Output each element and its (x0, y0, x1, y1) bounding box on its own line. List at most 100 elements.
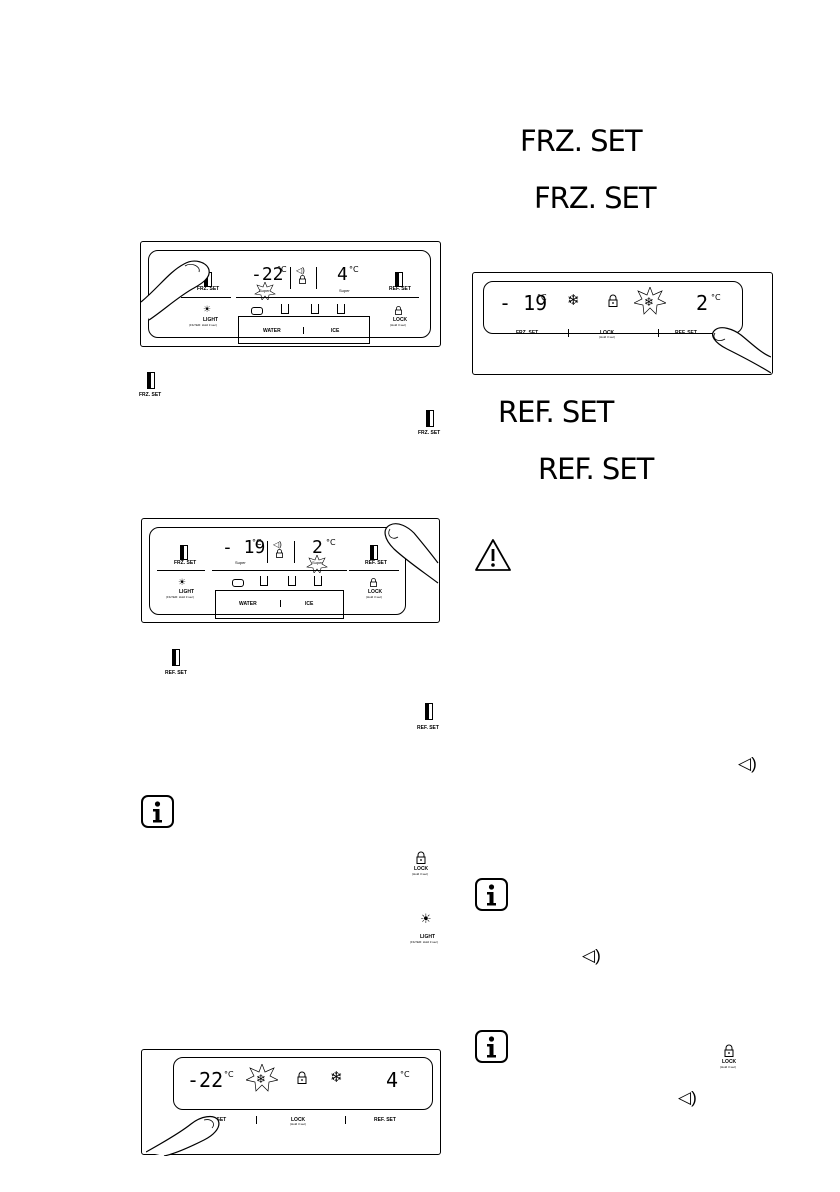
light-sub-label: (FILTER: Hold 3 sec) (166, 595, 194, 599)
svg-text:❄: ❄ (256, 1072, 266, 1086)
ref-set-key-label: REF. SET (417, 725, 439, 731)
lock-icon[interactable] (395, 306, 402, 315)
filter-icon (251, 307, 263, 315)
panel-inner-frame (173, 1057, 433, 1110)
door-button-icon[interactable] (395, 272, 403, 287)
panel-inner-frame (149, 527, 406, 615)
super-label: Super (312, 560, 323, 565)
light-icon[interactable]: ☀ (178, 577, 187, 587)
super-label: Super (259, 288, 270, 293)
sound-icon: ◁) (582, 946, 601, 965)
key-divider (568, 329, 569, 337)
fridge-temp-display: 2 (696, 291, 709, 315)
lock-icon (724, 1044, 734, 1057)
super-label: Super (339, 288, 350, 293)
heading-ref-set-2: REF. SET (538, 452, 654, 486)
frz-set-key-label: FRZ. SET (418, 430, 441, 436)
divider (349, 570, 399, 571)
filter-icon (232, 579, 244, 587)
snowflake-highlight-icon: ❄ (246, 1064, 278, 1092)
finger-icon (140, 260, 210, 321)
temp-unit: °C (349, 265, 359, 274)
ref-set-key-label: REF. SET (165, 670, 187, 676)
temp-unit: °C (224, 1070, 234, 1079)
snowflake-highlight-icon: ❄ (634, 287, 666, 315)
freezer-temp-display: - 19 (222, 537, 266, 558)
lock-icon (297, 1071, 307, 1084)
light-icon: ☀ (420, 911, 432, 926)
lock-sub-text: (Hold 3 sec) (290, 1122, 307, 1126)
divider (157, 570, 205, 571)
ref-set-label[interactable]: REF. SET (374, 1117, 396, 1123)
info-icon (475, 878, 508, 911)
fridge-temp-display: 4 (386, 1068, 399, 1092)
finger-icon (146, 1115, 220, 1156)
key-divider (658, 329, 659, 337)
cup-crushed-ice-icon (314, 576, 322, 586)
water-ice-divider (280, 600, 281, 607)
heading-frz-set-2: FRZ. SET (534, 181, 657, 215)
lock-sub-label: (Hold 3 sec) (366, 595, 383, 599)
freezer-temp-display: - 19 (499, 291, 548, 315)
freezer-temp-display: -22 (251, 264, 284, 285)
sound-icon: ◁) (738, 754, 757, 773)
control-panel-figure-4: - 19 °C ❄ ❄ 2 °C FRZ. SET LOCK(Hold 3 se… (472, 272, 773, 375)
dispenser-selector-box[interactable] (215, 590, 344, 619)
frz-set-label[interactable]: FRZ. SET (516, 330, 539, 336)
display-underline (212, 570, 347, 571)
lock-icon (276, 549, 283, 558)
cup-cubed-ice-icon (311, 304, 319, 314)
super-label: Super (235, 560, 246, 565)
temp-unit: °C (252, 538, 262, 547)
super-highlight-star-icon (254, 282, 276, 300)
water-label[interactable]: WATER (263, 328, 281, 334)
display-divider (294, 541, 295, 563)
water-ice-divider (303, 327, 304, 334)
frz-set-label: FRZ. SET (174, 560, 197, 566)
snowflake-icon: ❄ (330, 1069, 343, 1086)
door-button-icon (425, 703, 433, 720)
ice-label[interactable]: ICE (331, 328, 340, 334)
temp-unit: °C (537, 293, 547, 302)
temp-unit: °C (277, 265, 287, 274)
control-panel-figure-2: FRZ. SET - 19 °C Super ◁) 2 °C Super REF… (141, 518, 440, 623)
lock-label[interactable]: LOCK(Hold 3 sec) (599, 331, 615, 339)
door-button-icon[interactable] (180, 545, 188, 560)
temp-unit: °C (400, 1070, 410, 1079)
lock-label[interactable]: LOCK(Hold 3 sec) (290, 1118, 306, 1126)
frz-set-key-label: FRZ. SET (139, 392, 162, 398)
dispenser-selector-box[interactable] (238, 316, 370, 344)
sound-icon: ◁) (296, 266, 305, 275)
lock-key-sub-label: (Hold 3 sec) (412, 872, 429, 876)
lock-sub-text: (Hold 3 sec) (599, 335, 616, 339)
fridge-temp-display: 2 (312, 537, 323, 558)
ice-label[interactable]: ICE (305, 601, 314, 607)
lock-icon[interactable] (370, 578, 377, 587)
divider (181, 297, 231, 298)
light-icon[interactable]: ☀ (203, 304, 212, 314)
door-button-icon (147, 372, 155, 389)
frz-set-label: FRZ. SET (197, 286, 220, 292)
display-divider (290, 267, 291, 289)
lock-key-sub-label: (Hold 3 sec) (720, 1065, 737, 1069)
panel-inner-frame (483, 281, 743, 334)
lock-key-label: LOCK (722, 1059, 737, 1065)
light-key-label: LIGHT (420, 934, 435, 940)
svg-text:❄: ❄ (644, 295, 654, 309)
lock-icon (299, 275, 306, 284)
display-divider (316, 267, 317, 289)
lock-sub-label: (Hold 3 sec) (390, 323, 407, 327)
lock-icon (416, 851, 426, 864)
temp-unit: °C (326, 538, 336, 547)
ref-set-label[interactable]: REF. SET (675, 330, 697, 336)
temp-unit: °C (711, 293, 721, 302)
control-panel-figure-3: -22 °C ❄ ❄ 4 °C FRZ. SET LOCK(Hold 3 sec… (141, 1049, 441, 1156)
light-key-sub-label: (FILTER: Hold 3 sec) (410, 940, 438, 944)
lock-text: LOCK (291, 1117, 306, 1123)
water-label[interactable]: WATER (239, 601, 257, 607)
door-button-icon[interactable] (370, 545, 378, 560)
super-highlight-star-icon (306, 555, 328, 573)
info-icon (141, 795, 174, 828)
sound-icon: ◁) (273, 540, 282, 549)
door-button-icon (172, 649, 180, 666)
